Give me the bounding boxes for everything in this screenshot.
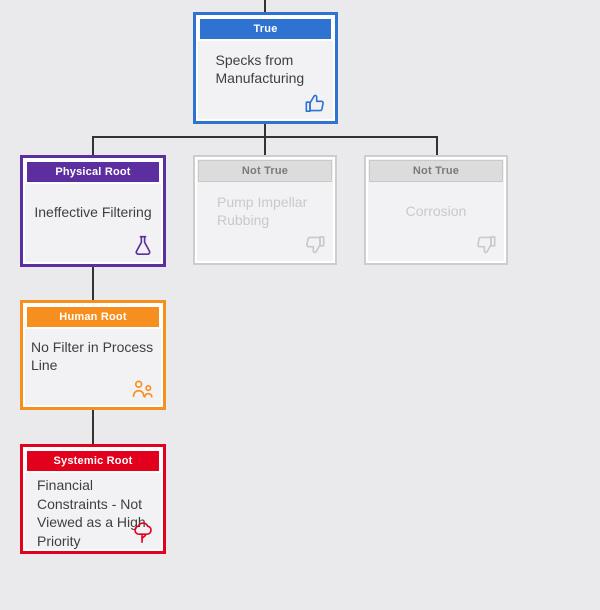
status-badge: Physical Root [27,162,159,182]
node-label: Ineffective Filtering [34,203,152,220]
connector-physical-human [92,266,94,300]
tree-icon [130,520,156,546]
node-label: Specks from Manufacturing [215,51,305,87]
node-card-not-true-corrosion[interactable]: Not True Corrosion [364,155,508,265]
node-card-true[interactable]: True Specks from Manufacturing [193,12,338,124]
status-badge: Systemic Root [27,451,159,471]
node-body: Pump Impellar Rubbing [195,181,335,263]
node-label: Financial Constraints - Not Viewed as a … [37,477,146,549]
node-label: Corrosion [405,202,467,219]
node-body: No Filter in Process Line [23,327,163,407]
node-card-not-true-pump[interactable]: Not True Pump Impellar Rubbing [193,155,337,265]
status-badge: True [200,19,331,39]
thumbs-down-icon [302,232,328,258]
people-icon [130,376,156,402]
node-body: Financial Constraints - Not Viewed as a … [23,471,163,552]
connector-drop-right [436,136,438,155]
node-body: Corrosion [366,181,506,263]
thumbs-down-icon [473,232,499,258]
node-label: Pump Impellar Rubbing [217,193,308,229]
connector-true-down [264,124,266,137]
connector-drop-left [92,136,94,155]
node-card-physical-root[interactable]: Physical Root Ineffective Filtering [20,155,166,267]
node-body: Specks from Manufacturing [196,39,335,121]
status-badge: Human Root [27,307,159,327]
node-card-systemic-root[interactable]: Systemic Root Financial Constraints - No… [20,444,166,554]
thumbs-up-icon [302,90,328,116]
connector-human-systemic [92,409,94,444]
chemistry-flask-icon [130,233,156,259]
status-badge: Not True [199,161,331,181]
node-card-human-root[interactable]: Human Root No Filter in Process Line [20,300,166,410]
status-badge: Not True [370,161,502,181]
node-body: Ineffective Filtering [23,182,163,264]
connector-parent-stub [264,0,266,12]
connector-drop-middle [264,136,266,155]
node-label: No Filter in Process Line [31,338,154,374]
